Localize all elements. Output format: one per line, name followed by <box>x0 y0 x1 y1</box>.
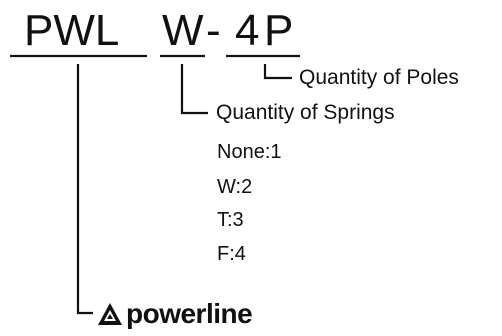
powerline-logo-icon <box>98 303 122 325</box>
spring-code-f: F:4 <box>217 243 246 265</box>
leader-springs <box>180 64 208 115</box>
spring-code-t: T:3 <box>217 209 244 231</box>
segment-series: PWL <box>24 6 120 55</box>
leader-brand <box>76 64 93 315</box>
segment-springs: W <box>162 6 204 55</box>
spring-code-w: W:2 <box>217 176 253 198</box>
brand-name: powerline <box>126 298 253 329</box>
segment-pole-count: 4 <box>235 6 260 55</box>
segment-separator: - <box>206 6 221 55</box>
springs-label: Quantity of Springs <box>216 101 395 124</box>
spring-code-none: None:1 <box>217 141 282 163</box>
poles-label: Quantity of Poles <box>299 66 459 89</box>
leader-poles <box>263 64 292 80</box>
segment-poles: P <box>264 6 294 55</box>
brand-mark: powerline <box>97 298 253 330</box>
